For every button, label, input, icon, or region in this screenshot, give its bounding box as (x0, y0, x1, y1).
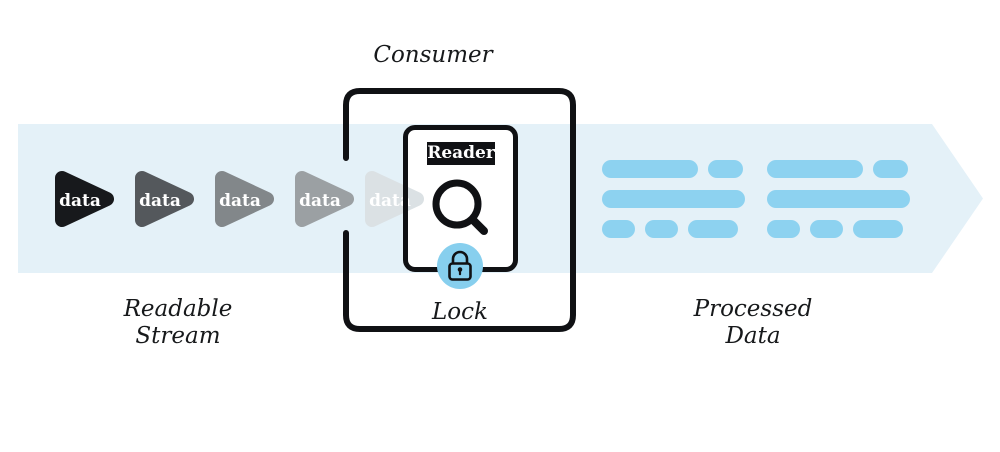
data-arrow-icon: data (365, 171, 424, 227)
processed-data-bar (810, 220, 843, 238)
data-chunk-arrow-faded: data (362, 167, 428, 231)
data-arrow-icon: data (135, 171, 194, 227)
processed-data-row (602, 190, 745, 208)
processed-data-row (767, 190, 910, 208)
readable-stream-line2: Stream (135, 323, 221, 349)
processed-data-bar (767, 160, 863, 178)
lock-badge (437, 243, 483, 289)
lock-icon (448, 250, 472, 281)
processed-data-bar (853, 220, 903, 238)
readable-stream-caption: Readable Stream (78, 296, 278, 350)
data-chunk-arrow: data (132, 167, 198, 231)
processed-data-line2: Data (725, 323, 781, 349)
lock-caption: Lock (410, 299, 510, 326)
processed-data-caption: Processed Data (653, 296, 853, 350)
processed-data-bar (873, 160, 908, 178)
consumer-box-outline (343, 88, 576, 332)
processed-data-group (602, 160, 745, 238)
processed-data-bar (767, 190, 910, 208)
processed-data-bar (602, 190, 745, 208)
data-chunk-label: data (369, 191, 411, 211)
data-arrow-icon: data (55, 171, 114, 227)
processed-data-bar (602, 220, 635, 238)
processed-data-bar (708, 160, 743, 178)
processed-data-row (767, 220, 910, 238)
processed-data-bar (602, 160, 698, 178)
processed-data-row (767, 160, 910, 178)
data-chunk-label: data (219, 191, 261, 211)
processed-data-line1: Processed (693, 296, 813, 322)
data-chunk-label: data (59, 191, 101, 211)
magnifier-icon (432, 179, 488, 235)
reader-title: Reader (427, 142, 495, 165)
processed-data-row (602, 160, 745, 178)
processed-data-group (767, 160, 910, 238)
data-chunk-arrow: data (212, 167, 278, 231)
processed-data-row (602, 220, 745, 238)
processed-data-bar (767, 220, 800, 238)
data-chunk-label: data (299, 191, 341, 211)
consumer-caption-text: Consumer (373, 42, 493, 68)
processed-data-bar (688, 220, 738, 238)
data-chunk-label: data (139, 191, 181, 211)
readable-stream-line1: Readable (123, 296, 233, 322)
lock-caption-text: Lock (432, 299, 488, 325)
data-arrow-icon: data (215, 171, 274, 227)
data-chunk-arrow: data (52, 167, 118, 231)
data-arrow-icon: data (295, 171, 354, 227)
processed-data-bar (645, 220, 678, 238)
data-chunk-arrow: data (292, 167, 358, 231)
consumer-caption: Consumer (333, 42, 533, 69)
